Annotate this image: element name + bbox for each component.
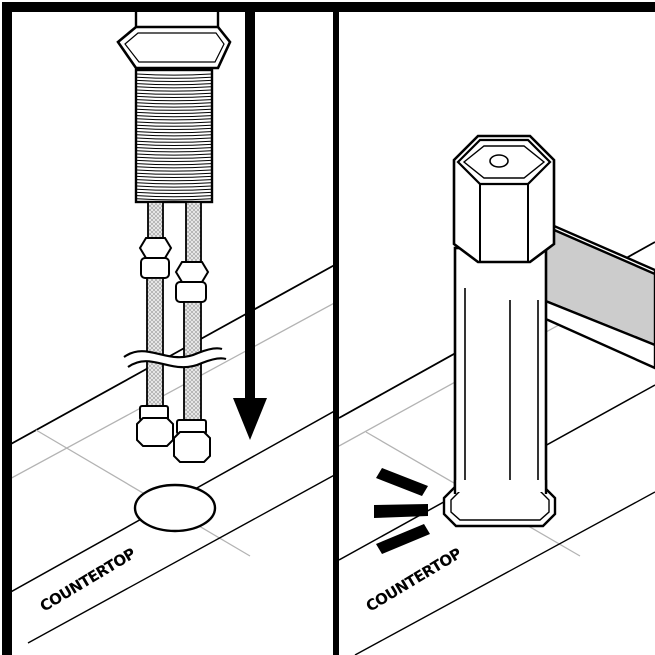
mounting-hole (133, 483, 217, 533)
placement-marks (374, 468, 430, 554)
faucet-base (442, 480, 557, 528)
faucet-body-top (116, 12, 232, 70)
threaded-shank (134, 68, 214, 204)
insert-arrow (233, 12, 267, 440)
hex-handle (452, 134, 556, 264)
right-panel: COUNTERTOP (339, 134, 655, 655)
faucet-column (453, 246, 548, 502)
break-marks (123, 347, 227, 369)
left-panel: COUNTERTOP (12, 12, 333, 655)
panel-divider (333, 12, 339, 655)
